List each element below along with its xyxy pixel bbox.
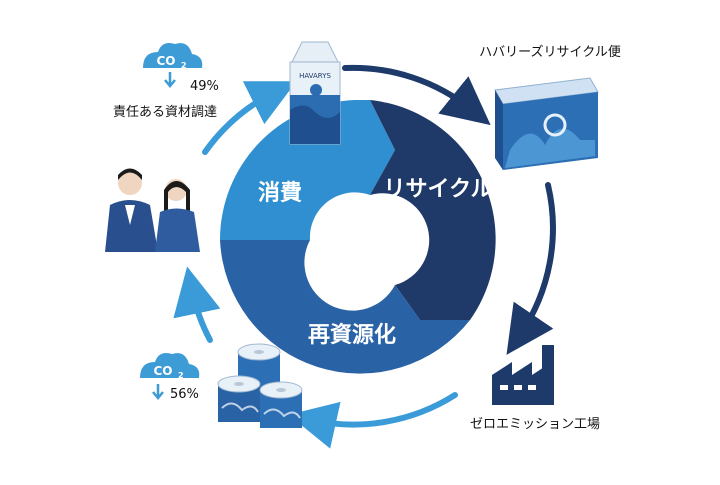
carton-brand: HAVARYS <box>299 72 331 80</box>
factory-icon <box>492 345 554 405</box>
down-arrow-icon <box>164 72 176 88</box>
toilet-paper-image <box>217 343 303 428</box>
arrow-to-paper <box>288 392 458 449</box>
cycle-ring <box>219 100 496 374</box>
segment-consumption <box>219 100 395 240</box>
co2-symbol-bottom: CO <box>153 364 172 378</box>
people-image <box>105 168 200 252</box>
co2-subscript-bottom: 2 <box>178 371 184 380</box>
segment-reresource <box>220 240 470 374</box>
co2-cloud-top: CO 2 <box>143 43 203 88</box>
co2-cloud-bottom: CO 2 <box>140 353 200 400</box>
segment-label-reresource: 再資源化 <box>308 322 396 348</box>
ring-center <box>315 195 405 285</box>
segment-recycle <box>370 100 496 320</box>
arrow-to-people <box>173 266 221 343</box>
segment-label-recycle: リサイクル <box>384 177 493 202</box>
arrow-to-carton <box>202 81 297 155</box>
co2-percent-top: 49% <box>190 79 219 94</box>
co2-percent-bottom: 56% <box>170 387 199 402</box>
co2-subscript-top: 2 <box>181 61 187 70</box>
factory-label: ゼロエミッション工場 <box>470 417 600 432</box>
responsible-material-label: 責任ある資材調達 <box>113 105 217 120</box>
down-arrow-icon <box>152 384 164 400</box>
segment-label-consumption: 消費 <box>258 181 302 206</box>
shipping-box-image <box>494 77 599 170</box>
arrow-to-factory <box>506 182 556 355</box>
outer-arrows <box>173 64 556 449</box>
shipping-label: ハバリーズリサイクル便 <box>479 44 621 60</box>
water-carton-image: HAVARYS <box>289 41 341 145</box>
arrow-to-shipping <box>342 64 491 126</box>
co2-symbol-top: CO <box>156 54 175 68</box>
